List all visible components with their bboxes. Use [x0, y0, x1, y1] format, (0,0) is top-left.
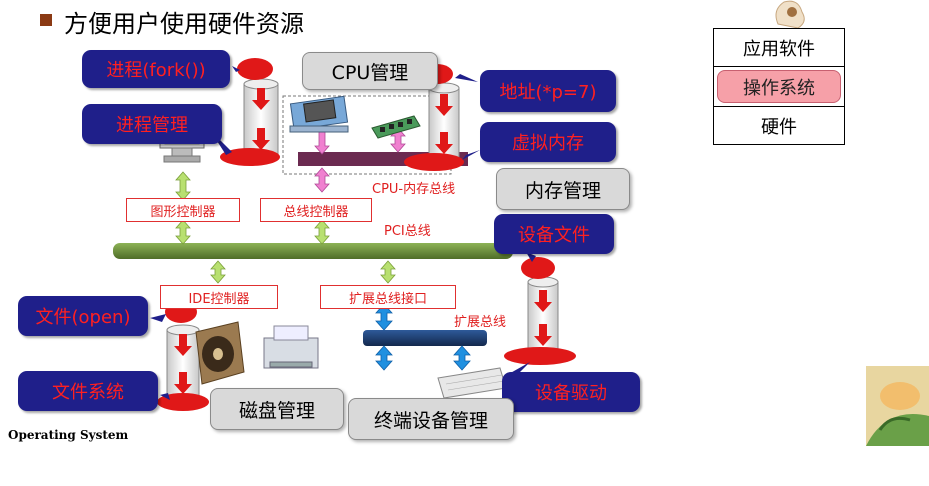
red-ellipses: [157, 58, 576, 411]
pci-bus-bar: [113, 243, 513, 259]
layer-operating-system-cell: 操作系统: [713, 67, 845, 106]
disk-management-box: 磁盘管理: [210, 388, 344, 430]
label-device-driver: 设备驱动: [502, 372, 640, 412]
label-file-open: 文件(open): [18, 296, 148, 336]
graphics-controller-box: 图形控制器: [126, 198, 240, 222]
label-process-management: 进程管理: [82, 104, 222, 144]
cpu-memory-bus-label: CPU-内存总线: [372, 182, 456, 197]
layer-application-software: 应用软件: [713, 28, 845, 67]
keyboard-icon: [437, 367, 507, 399]
cartoon-figure-icon: [775, 0, 805, 29]
memory-module-icon: [371, 115, 421, 139]
printer-icon: [263, 325, 319, 369]
hard-disk-icon: [195, 321, 245, 385]
pci-bus-label: PCI总线: [384, 224, 431, 239]
red-arrows: [174, 88, 552, 394]
memory-management-box: 内存管理: [496, 168, 630, 210]
footer-text: Operating System: [8, 428, 129, 442]
title-bullet: [40, 14, 52, 26]
bus-controller-box: 总线控制器: [260, 198, 372, 222]
blue-arrows: [375, 303, 471, 371]
layer-hardware: 硬件: [713, 106, 845, 145]
layer-operating-system: 操作系统: [717, 70, 841, 103]
label-device-file: 设备文件: [494, 214, 614, 254]
expansion-bus-bar: [363, 330, 487, 346]
expansion-bus-interface-box: 扩展总线接口: [320, 285, 456, 309]
expansion-bus-label: 扩展总线: [454, 315, 507, 330]
page-title: 方便用户使用硬件资源: [64, 10, 304, 38]
label-fork: 进程(fork()): [82, 50, 230, 88]
label-file-system: 文件系统: [18, 371, 158, 411]
label-address: 地址(*p=7): [480, 70, 616, 112]
book-cover-image: [866, 366, 929, 446]
cpu-management-box: CPU管理: [302, 52, 438, 90]
terminal-device-management-box: 终端设备管理: [348, 398, 514, 440]
cpu-chip-icon: [289, 95, 349, 133]
green-arrows: [175, 171, 396, 284]
label-virtual-memory: 虚拟内存: [480, 122, 616, 162]
ide-controller-box: IDE控制器: [160, 285, 278, 309]
